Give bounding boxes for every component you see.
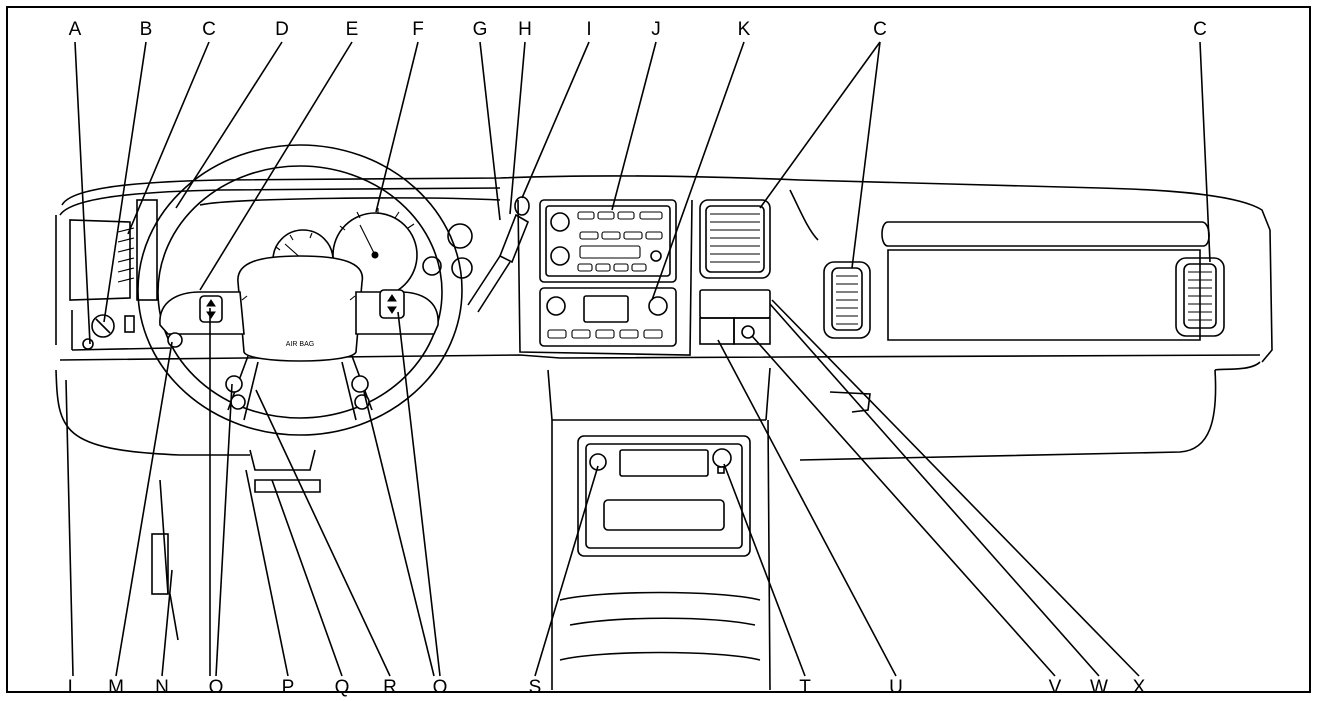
label-bottom-0: L xyxy=(68,677,79,698)
label-bottom-7: O xyxy=(433,677,448,698)
diagram-frame xyxy=(6,6,1311,693)
label-bottom-9: T xyxy=(799,677,811,698)
label-top-0: A xyxy=(69,19,82,40)
label-bottom-2: N xyxy=(155,677,169,698)
label-top-8: I xyxy=(586,19,591,40)
label-top-5: F xyxy=(412,19,424,40)
top-callout-labels: A B C D E F G H I J K C C xyxy=(69,19,1207,40)
label-top-10: K xyxy=(738,19,751,40)
right-air-vent xyxy=(823,261,871,339)
label-top-7: H xyxy=(518,19,532,40)
label-bottom-12: W xyxy=(1090,677,1108,698)
label-top-12: C xyxy=(1193,19,1207,40)
ashtray-and-outlet xyxy=(699,289,771,345)
label-bottom-10: U xyxy=(889,677,903,698)
label-top-4: E xyxy=(346,19,359,40)
dashboard-body xyxy=(55,175,1273,461)
steering-wheel: AIR BAG xyxy=(137,144,463,493)
parking-brake-release xyxy=(151,479,179,641)
radio xyxy=(539,199,677,283)
label-top-6: G xyxy=(473,19,488,40)
label-bottom-1: M xyxy=(108,677,124,698)
label-top-9: J xyxy=(651,19,661,40)
label-bottom-6: R xyxy=(383,677,397,698)
label-top-3: D xyxy=(275,19,289,40)
airbag-text: AIR BAG xyxy=(286,341,314,348)
label-top-1: B xyxy=(140,19,153,40)
label-top-11: C xyxy=(873,19,887,40)
bottom-callout-labels: L M N O P Q R O S T U V W X xyxy=(68,677,1146,698)
left-dash-controls xyxy=(69,199,171,351)
leader-lines xyxy=(65,41,1211,677)
label-bottom-13: X xyxy=(1133,677,1146,698)
label-top-2: C xyxy=(202,19,216,40)
label-bottom-11: V xyxy=(1049,677,1062,698)
label-bottom-5: Q xyxy=(335,677,350,698)
label-bottom-3: O xyxy=(209,677,224,698)
center-air-vent xyxy=(699,199,771,279)
label-bottom-4: P xyxy=(282,677,295,698)
far-right-air-vent xyxy=(1175,257,1225,337)
center-console xyxy=(547,367,771,691)
climate-control xyxy=(517,199,693,356)
label-bottom-8: S xyxy=(529,677,542,698)
